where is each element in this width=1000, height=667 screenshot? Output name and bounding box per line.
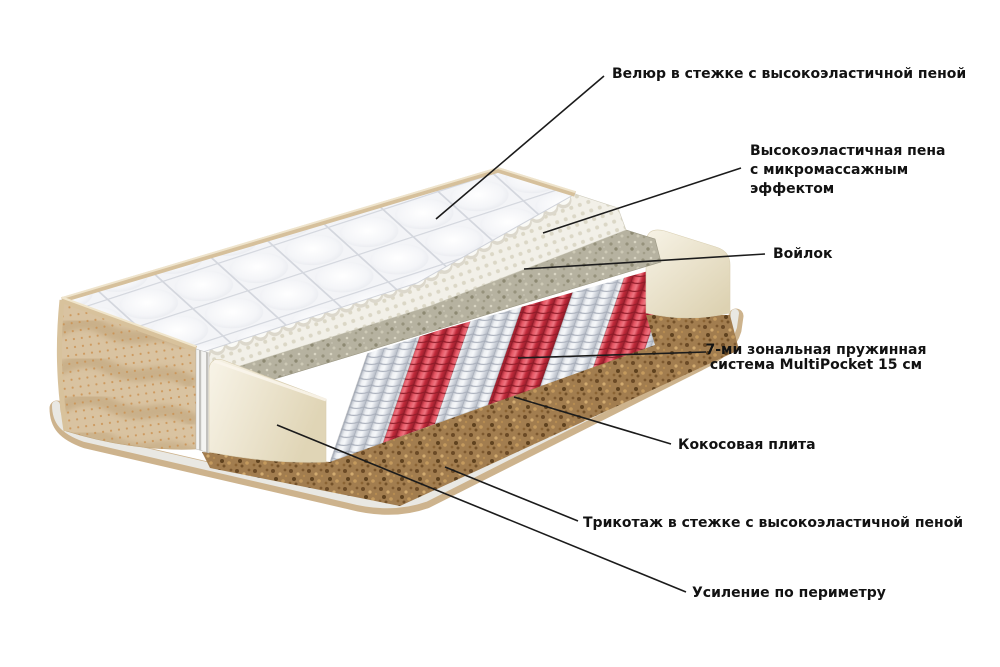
leader-line-perimeter [276,424,687,593]
leader-line-felt [523,253,766,270]
perimeter-foam-rail [208,359,327,463]
side-left-piping [56,299,69,432]
callout-foam: Высокоэластичная пена с микромассажным э… [750,143,946,197]
leader-line-foam [542,167,742,234]
quilted-top-cover [60,166,577,353]
foam-corner-block [645,229,731,319]
coconut-board [202,315,739,506]
callout-felt: Войлок [773,246,833,262]
side-quilted-fabric [56,296,198,450]
leader-lines [276,75,766,593]
side-top-piping [60,297,198,352]
callout-springs: 7-ми зональная пружинная система MultiPo… [705,342,927,373]
callout-tricot: Трикотаж в стежке с высокоэластичной пен… [583,515,964,531]
fabric-cut-stripes [195,348,210,454]
callout-coconut: Кокосовая плита [678,437,816,453]
leader-line-tricot [444,466,579,522]
leader-line-springs [517,351,707,359]
callout-velour: Велюр в стежке с высокоэластичной пеной [612,66,967,82]
leader-line-coconut [513,396,672,445]
callout-perimeter: Усиление по периметру [692,585,886,601]
top-piping [61,167,576,303]
leader-line-velour [435,75,605,220]
